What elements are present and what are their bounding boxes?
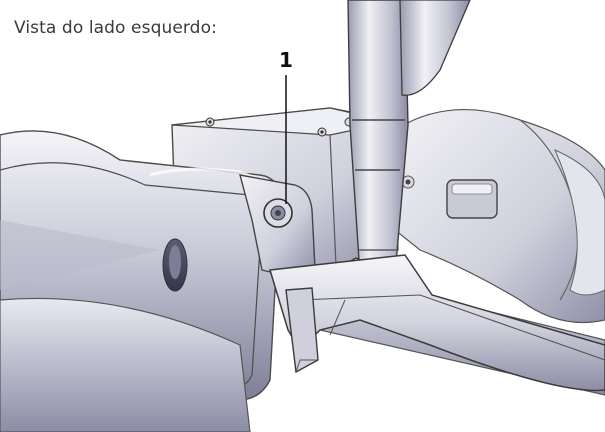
callout-label-1: 1: [279, 48, 293, 72]
view-caption: Vista do lado esquerdo:: [14, 18, 217, 38]
